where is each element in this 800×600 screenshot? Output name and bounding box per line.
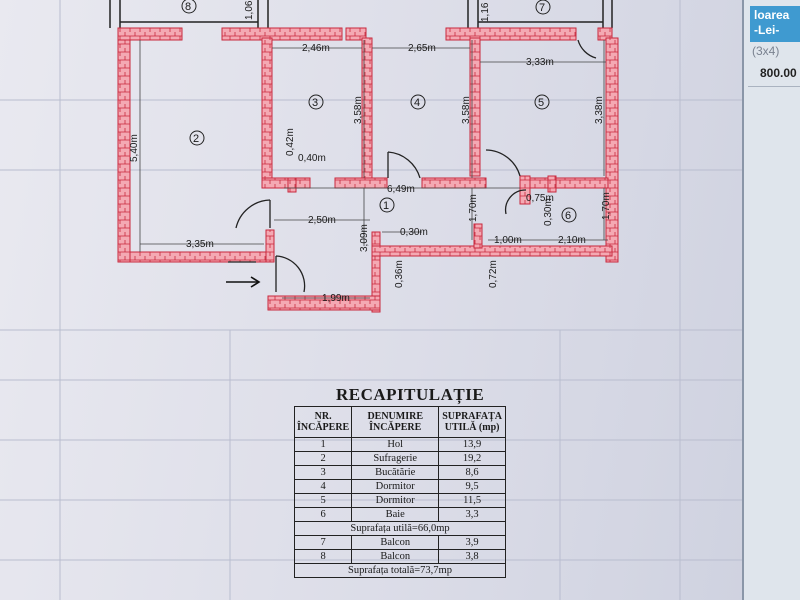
useful-total-row: Suprafața utilă=66,0mp bbox=[294, 521, 506, 536]
cell-nr: 3 bbox=[293, 465, 353, 480]
cell-nr: 1 bbox=[293, 437, 353, 452]
room-number-6: 6 bbox=[565, 210, 571, 222]
dimension-lines bbox=[139, 40, 608, 299]
cell-name: Baie bbox=[351, 507, 440, 522]
cell-area: 19,2 bbox=[438, 451, 506, 466]
cell-area: 3,9 bbox=[438, 535, 506, 550]
dim-label: 1,16 bbox=[480, 2, 491, 22]
dim-label: 1,70m bbox=[601, 192, 612, 220]
cell-area: 9,5 bbox=[438, 479, 506, 494]
dim-label: 0,72m bbox=[488, 260, 499, 288]
dim-label: 0,42m bbox=[285, 128, 296, 156]
dim-label: 0,30m bbox=[400, 227, 428, 238]
dim-label: 3,38m bbox=[594, 96, 605, 124]
cell-nr: 6 bbox=[293, 507, 353, 522]
grand-total: Suprafața totală=73,7mp bbox=[294, 563, 506, 578]
cell-name: Dormitor bbox=[351, 479, 440, 494]
entrance-arrow-icon bbox=[226, 276, 261, 288]
dim-label: 3,33m bbox=[526, 57, 554, 68]
document-page: 1 2 3 4 5 6 7 8 1,06 1,16 2,46m 2,65m 3,… bbox=[0, 0, 752, 600]
cell-name: Balcon bbox=[351, 549, 440, 564]
dim-label: 3,58m bbox=[353, 96, 364, 124]
dim-label: 5,40m bbox=[129, 134, 140, 162]
dim-label: 1,06 bbox=[244, 0, 255, 20]
room-number-circles bbox=[181, 0, 577, 223]
recap-title: RECAPITULAȚIE bbox=[336, 385, 485, 404]
useful-total: Suprafața utilă=66,0mp bbox=[294, 521, 506, 536]
value-heading: loarea -Lei- bbox=[750, 6, 800, 42]
dim-label: 6,49m bbox=[387, 184, 415, 195]
value-heading-line2: -Lei- bbox=[754, 23, 780, 37]
cell-name: Sufragerie bbox=[351, 451, 440, 466]
room-number-2: 2 bbox=[193, 133, 199, 145]
room-number-7: 7 bbox=[539, 2, 545, 14]
dim-label: 2,10m bbox=[558, 235, 586, 246]
side-panel: loarea -Lei- (3x4) 800.00 bbox=[742, 0, 800, 600]
floor-plan: 1 2 3 4 5 6 7 8 1,06 1,16 2,46m 2,65m 3,… bbox=[109, 0, 619, 313]
room-number-5: 5 bbox=[538, 97, 544, 109]
room-number-4: 4 bbox=[414, 97, 420, 109]
cell-nr: 5 bbox=[293, 493, 353, 508]
cell-nr: 7 bbox=[293, 535, 353, 550]
room-number-3: 3 bbox=[312, 97, 318, 109]
room-number-1: 1 bbox=[383, 200, 389, 212]
grand-total-row: Suprafața totală=73,7mp bbox=[294, 563, 506, 578]
dim-label: 0,36m bbox=[394, 260, 405, 288]
header-room-number: NR. ÎNCĂPERE bbox=[293, 406, 353, 438]
value-heading-line1: loarea bbox=[754, 8, 790, 22]
dim-label: 1,99m bbox=[322, 293, 350, 304]
walls bbox=[117, 27, 619, 313]
header-room-name: DENUMIRE ÎNCĂPERE bbox=[351, 406, 440, 438]
cell-area: 8,6 bbox=[438, 465, 506, 480]
dim-label: 0,40m bbox=[298, 153, 326, 164]
cell-nr: 8 bbox=[293, 549, 353, 564]
room-number-8: 8 bbox=[185, 1, 191, 13]
cell-name: Hol bbox=[351, 437, 440, 452]
dim-label: 1,70m bbox=[468, 194, 479, 222]
dim-label: 3,35m bbox=[186, 239, 214, 250]
size-note: (3x4) bbox=[752, 44, 780, 58]
separator bbox=[748, 86, 800, 87]
cell-name: Bucătărie bbox=[351, 465, 440, 480]
dim-label: 3,58m bbox=[461, 96, 472, 124]
cell-nr: 4 bbox=[293, 479, 353, 494]
header-useful-area: SUPRAFAȚA UTILĂ (mp) bbox=[438, 406, 506, 438]
cell-name: Balcon bbox=[351, 535, 440, 550]
dim-label: 0,30m bbox=[543, 198, 554, 226]
dim-label: 2,46m bbox=[302, 43, 330, 54]
doors bbox=[228, 39, 597, 293]
cell-nr: 2 bbox=[293, 451, 353, 466]
dim-label: 3,09m bbox=[359, 224, 370, 252]
cell-area: 3,8 bbox=[438, 549, 506, 564]
dim-label: 1,00m bbox=[494, 235, 522, 246]
price-value: 800.00 bbox=[760, 66, 797, 80]
recap-table: NR. ÎNCĂPERE DENUMIRE ÎNCĂPERE SUPRAFAȚA… bbox=[293, 406, 506, 578]
dim-label: 2,50m bbox=[308, 215, 336, 226]
cell-area: 13,9 bbox=[438, 437, 506, 452]
dim-label: 2,65m bbox=[408, 43, 436, 54]
recap-header-row: NR. ÎNCĂPERE DENUMIRE ÎNCĂPERE SUPRAFAȚA… bbox=[293, 406, 506, 438]
cell-area: 3,3 bbox=[438, 507, 506, 522]
balcony-outline bbox=[109, 0, 613, 28]
cell-name: Dormitor bbox=[351, 493, 440, 508]
cell-area: 11,5 bbox=[438, 493, 506, 508]
dim-label: 0,75m bbox=[526, 193, 554, 204]
